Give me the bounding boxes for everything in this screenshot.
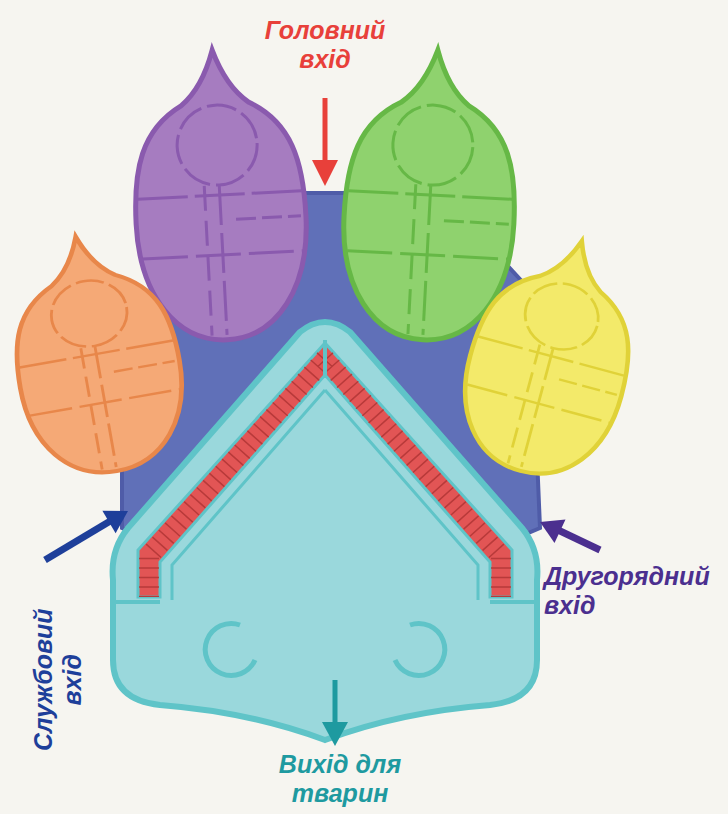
pool <box>205 623 255 675</box>
wall <box>490 600 535 604</box>
exit-label: Вихід для тварин <box>240 750 440 808</box>
animal-exit-arrow <box>322 680 348 746</box>
entrance-label: Службовий вхід <box>29 585 87 775</box>
yellow-toe <box>445 221 658 491</box>
wall <box>323 340 327 378</box>
orange-toe <box>0 223 196 485</box>
main-entrance-arrow <box>312 98 338 186</box>
inner-wall <box>172 390 478 600</box>
side-entrance-arrow <box>540 520 600 551</box>
pool <box>395 623 445 675</box>
enclosure-band <box>138 343 512 597</box>
entrance-label: Головний вхід <box>240 16 410 74</box>
service-entrance-arrow <box>45 511 128 560</box>
main-pad <box>113 322 538 740</box>
wall <box>115 600 160 604</box>
entrance-label: Другорядний вхід <box>544 562 724 620</box>
enclosure-cells <box>149 359 501 597</box>
